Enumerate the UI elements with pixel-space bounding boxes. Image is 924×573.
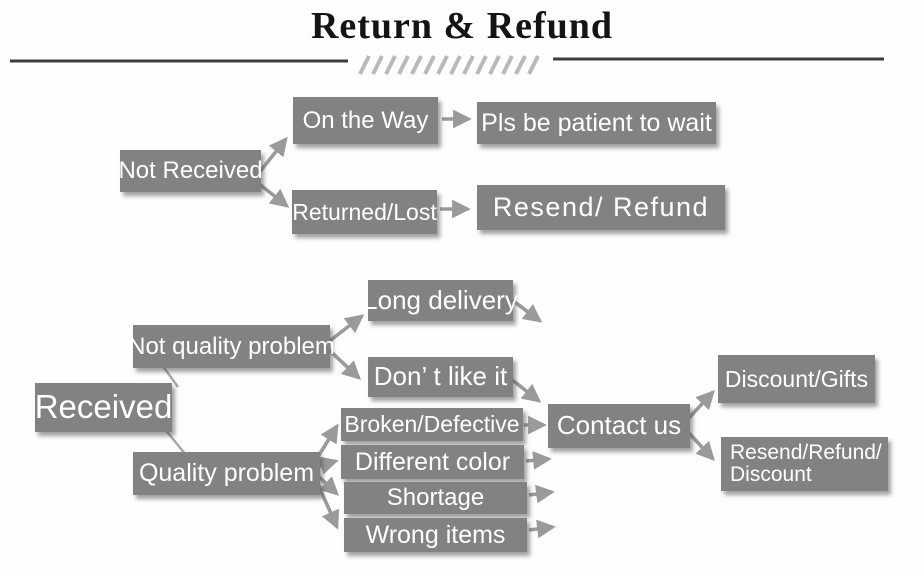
node-contact-us: Contact us [548,404,690,448]
arrow-not-received-to-on-the-way [256,136,288,176]
arrow-shortage-out [528,484,555,504]
line-received-to-quality-problem [163,427,187,456]
arrow-not-received-to-returned-lost [256,181,290,208]
node-wrong-items: Wrong items [344,518,527,552]
node-long-delivery: Long delivery [363,280,518,321]
hatch-marks [358,55,540,75]
node-pls-be-patient: Pls be patient to wait [477,102,716,144]
node-resend-refund-discount-line2: Discount [730,463,812,486]
node-not-quality-problem: Not quality problem [128,325,335,368]
arrow-not-quality-to-dont-like-it [325,346,362,380]
node-discount-gifts: Discount/Gifts [718,355,875,403]
node-resend-refund-discount: Resend/Refund/ Discount [721,437,888,491]
arrow-contact-us-to-resend-refund-discount [686,430,715,462]
node-quality-problem: Quality problem [133,452,320,495]
arrow-not-quality-to-long-delivery [325,314,365,345]
node-broken-defective: Broken/Defective [341,408,523,441]
page-title: Return & Refund [310,5,614,47]
arrow-dont-like-it-out [509,377,542,403]
node-on-the-way: On the Way [293,97,438,144]
node-different-color: Different color [341,445,524,479]
node-resend-refund: Resend/ Refund [477,185,725,230]
arrow-long-delivery-out [510,298,543,323]
divider-line [10,57,884,63]
arrow-contact-us-to-discount-gifts [686,389,715,421]
arrow-wrong-items-out [528,519,556,539]
node-not-received: Not Received [118,150,263,192]
node-resend-refund-discount-line1: Resend/Refund/ [730,440,882,464]
node-received: Received [35,383,172,432]
arrow-different-color-out [525,451,552,470]
node-shortage: Shortage [344,482,527,514]
node-returned-lost: Returned/Lost [292,190,437,234]
node-dont-like-it: Don’ t like it [368,357,513,397]
